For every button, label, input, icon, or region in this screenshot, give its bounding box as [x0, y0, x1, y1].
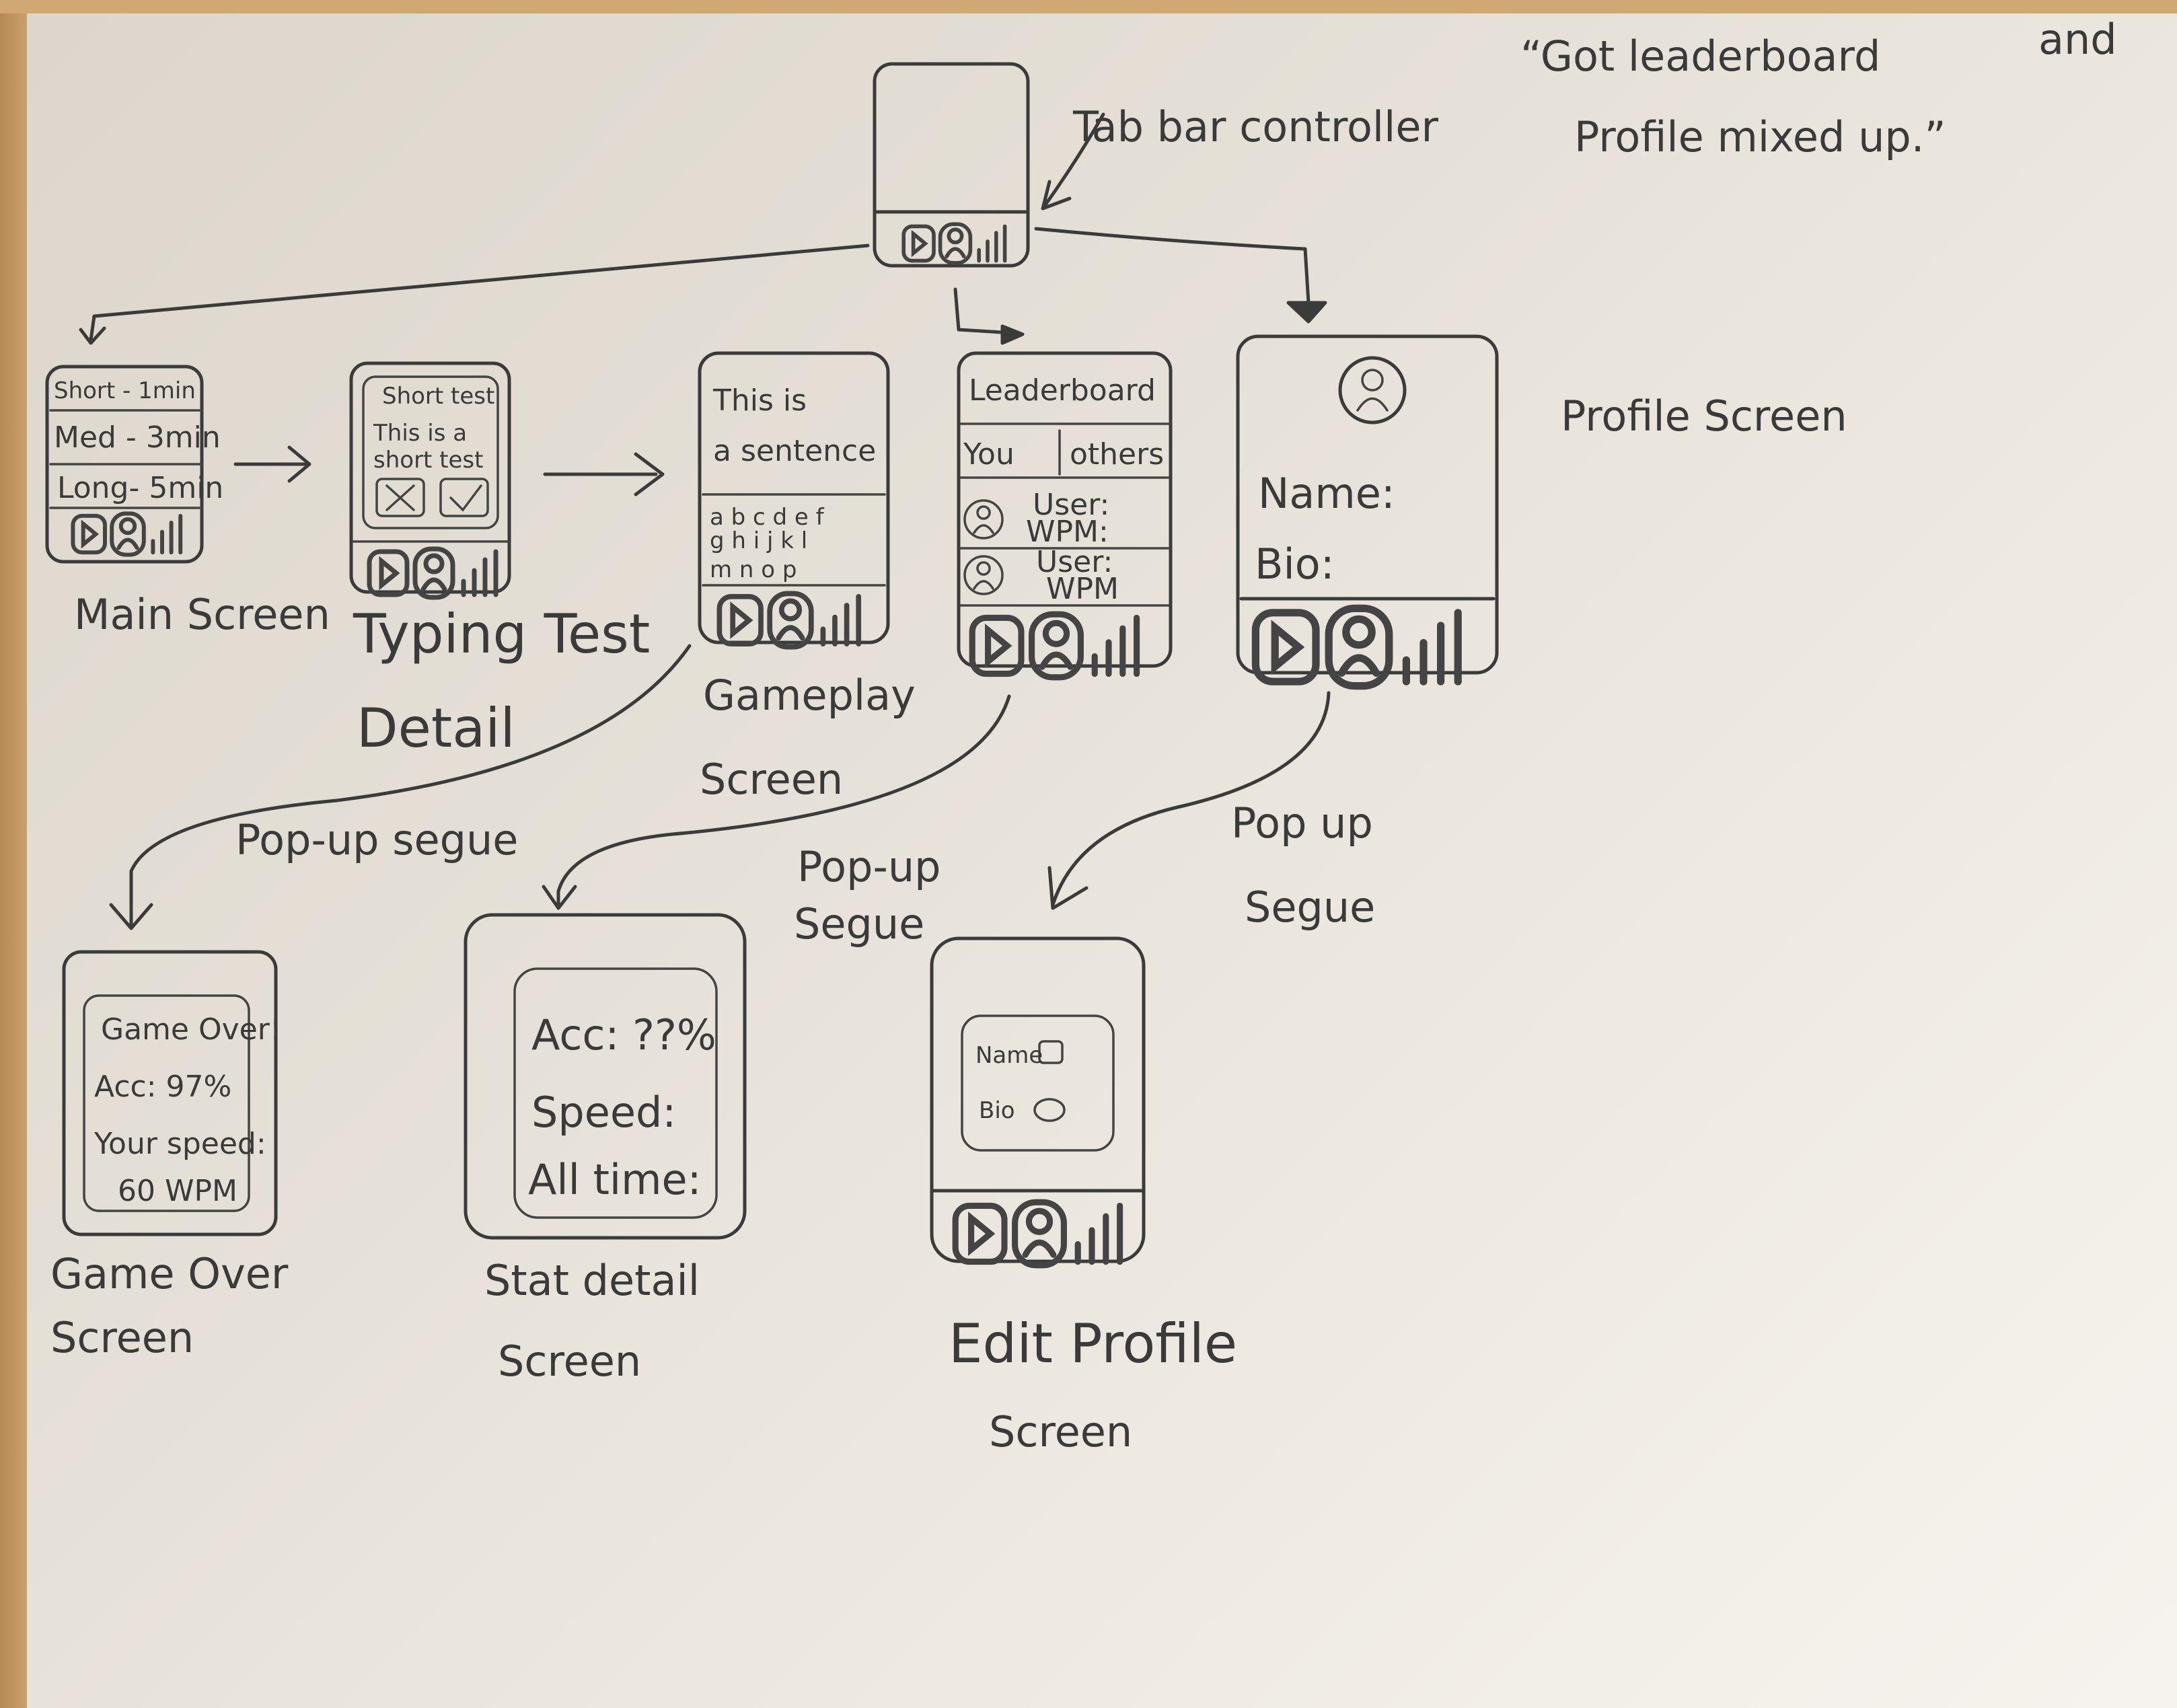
edit-profile-sketch [930, 936, 1146, 1265]
segue-label-2b: Segue [794, 899, 924, 949]
segue-label-3b: Segue [1245, 883, 1375, 932]
main-item-med: Med - 3min [54, 420, 221, 455]
profile-caption: Profile Screen [1561, 392, 1847, 441]
gameplay-screen-sketch [698, 351, 890, 647]
game-over-line-1: Game Over! [101, 1012, 281, 1047]
leaderboard-row2-wpm: WPM [1046, 572, 1119, 606]
detail-title: Short test [382, 383, 494, 410]
arrow-to-leaderboard [953, 287, 1014, 335]
segue-label-2a: Pop-up [797, 842, 941, 891]
arrow-detail-to-gameplay [543, 452, 665, 496]
arrow-to-profile [1034, 227, 1311, 305]
arrow-leaderboard-to-stat [556, 694, 1011, 907]
gameplay-caption-1: Gameplay [703, 671, 916, 720]
quote-line-1: “Got leaderboard [1520, 32, 1880, 81]
profile-name-label: Name: [1258, 469, 1395, 518]
tab-bar-controller-device [873, 62, 1030, 268]
gameplay-sentence-2: a sentence [713, 434, 876, 468]
segue-label-3a: Pop up [1231, 799, 1373, 848]
wood-table-top [0, 0, 2177, 13]
gameplay-keys-1: a b c d e f [710, 504, 825, 531]
stat-line-1: Acc: ??% [531, 1010, 716, 1060]
detail-body-1: This is a [373, 420, 467, 447]
gameplay-keys-2: g h i j k l [710, 527, 807, 554]
segue-label-1: Pop-up segue [235, 815, 518, 864]
tab-icons [903, 224, 1004, 263]
leaderboard-row1-user: User: [1033, 488, 1109, 522]
leaderboard-row2-user: User: [1036, 545, 1113, 579]
detail-caption-2: Detail [357, 697, 515, 759]
typing-test-detail-sketch [349, 361, 511, 597]
game-over-caption-2: Screen [50, 1313, 194, 1362]
edit-profile-caption-2: Screen [989, 1407, 1132, 1456]
stat-caption-1: Stat detail [484, 1256, 700, 1305]
gameplay-sentence-1: This is [712, 383, 807, 418]
edit-profile-caption-1: Edit Profile [949, 1312, 1237, 1375]
quote-line-3: Profile mixed up.” [1574, 112, 1946, 161]
edit-name-label: Name [975, 1042, 1043, 1069]
main-screen-caption: Main Screen [74, 590, 330, 639]
arrow-to-main-screen [89, 244, 870, 342]
detail-caption-1: Typing Test [353, 603, 650, 665]
main-item-long: Long- 5min [57, 471, 223, 505]
game-over-line-2: Acc: 97% [94, 1070, 231, 1104]
arrow-main-to-detail [233, 445, 311, 483]
gameplay-keys-3: m n o p [710, 556, 797, 583]
leaderboard-sketch [957, 351, 1173, 677]
leaderboard-tab-others: others [1070, 437, 1164, 472]
main-item-short: Short - 1min [54, 377, 196, 404]
game-over-line-4: 60 WPM [118, 1174, 237, 1208]
game-over-sketch [62, 950, 278, 1236]
arrow-gameplay-to-gameover [129, 644, 692, 927]
detail-body-2: short test [373, 447, 483, 474]
stat-line-3: All time: [528, 1155, 702, 1204]
quote-line-2: and [2038, 15, 2117, 64]
profile-screen-sketch [1236, 334, 1499, 686]
tab-bar-controller-label: Tab bar controller [1072, 102, 1438, 151]
gameplay-caption-2: Screen [700, 755, 843, 804]
leaderboard-row1-wpm: WPM: [1026, 515, 1109, 549]
stat-detail-sketch [464, 913, 747, 1240]
stat-line-2: Speed: [531, 1088, 676, 1137]
game-over-line-3: Your speed: [94, 1127, 266, 1161]
leaderboard-title: Leaderboard [969, 373, 1156, 408]
edit-bio-label: Bio [979, 1097, 1015, 1124]
stat-caption-2: Screen [498, 1337, 641, 1386]
profile-bio-label: Bio: [1255, 540, 1335, 589]
arrow-to-tab-bar [1041, 112, 1105, 211]
wood-table-edge [0, 0, 27, 1708]
main-screen-sketch [45, 365, 204, 564]
game-over-caption-1: Game Over [50, 1249, 289, 1298]
leaderboard-tab-you: You [963, 437, 1014, 472]
arrow-profile-to-edit [1051, 691, 1331, 907]
paper-sheet [27, 13, 2177, 1708]
